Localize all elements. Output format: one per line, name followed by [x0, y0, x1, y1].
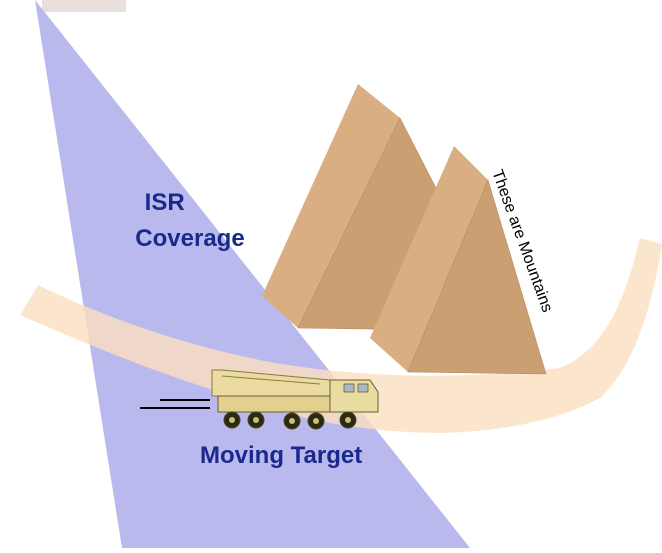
motion-lines	[140, 399, 210, 409]
road	[20, 238, 662, 433]
isr-label-line1: ISR	[145, 189, 185, 216]
corner-fragment	[42, 0, 126, 12]
missile-launcher-truck-icon	[211, 369, 379, 430]
moving-target-label: Moving Target	[200, 442, 362, 469]
mountain-right	[370, 146, 547, 375]
isr-coverage-label: ISR Coverage	[135, 189, 244, 252]
isr-label-line2: Coverage	[135, 225, 244, 252]
